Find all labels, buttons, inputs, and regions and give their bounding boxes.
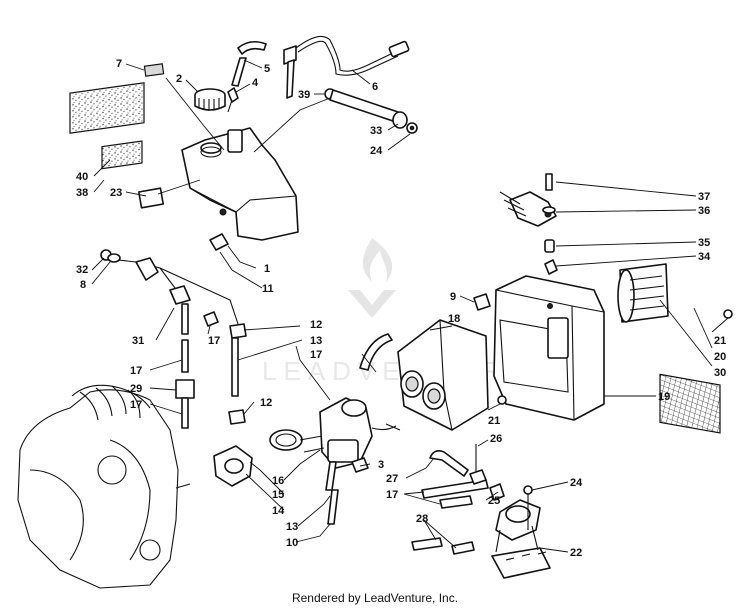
carburetor: [299, 397, 401, 491]
callout-37: 37: [698, 191, 710, 203]
callout-10: 10: [286, 537, 298, 549]
screen-screw: [723, 309, 733, 319]
callout-19: 19: [658, 391, 670, 403]
foam-pad-small: [101, 140, 143, 170]
callout-23: 23: [110, 187, 122, 199]
callout-6: 6: [372, 81, 378, 93]
footer-credit: Rendered by LeadVenture, Inc.: [291, 591, 459, 605]
callout-21: 21: [714, 335, 726, 347]
watermark-text: LEADVENTURE: [262, 356, 531, 386]
vent-fitting: [227, 87, 239, 113]
intake-screen: [617, 263, 721, 434]
callout-13b: 13: [286, 521, 298, 533]
callout-29: 29: [130, 383, 142, 395]
fuel-line-lower: [327, 489, 339, 525]
callout-17e: 17: [386, 489, 398, 501]
callout-38: 38: [76, 187, 88, 199]
callout-9: 9: [450, 291, 456, 303]
foam-pad-large: [69, 82, 145, 134]
callout-31: 31: [132, 335, 144, 347]
carb-fitting: [351, 457, 369, 473]
callout-17: 17: [208, 335, 220, 347]
primer-assembly: [499, 173, 558, 275]
fuel-pump: [491, 485, 551, 579]
mount-rod: [324, 88, 418, 134]
callout-32: 32: [76, 264, 88, 276]
silencer-clip: [473, 293, 491, 311]
decal-strip: [143, 63, 165, 77]
callout-4: 4: [252, 77, 259, 89]
callout-labels: 7 2 4 5 6 39 33 24 40 38 23 1 11 32 8 31…: [76, 58, 726, 559]
mounting-clip: [137, 187, 165, 209]
callout-24b: 24: [570, 477, 583, 489]
fuel-fitting: [209, 233, 229, 251]
callout-17d: 17: [310, 349, 322, 361]
callout-34: 34: [698, 251, 711, 263]
callout-2: 2: [176, 73, 182, 85]
callout-24: 24: [370, 145, 383, 157]
leader-lines: [91, 59, 729, 553]
callout-36: 36: [698, 205, 710, 217]
adapter-screw: [497, 395, 507, 405]
callout-11: 11: [262, 283, 274, 295]
fuel-line-assembly: [100, 249, 247, 429]
vent-hose-top: [237, 40, 267, 55]
callout-27: 27: [386, 473, 398, 485]
callout-25: 25: [488, 495, 500, 507]
callout-30: 30: [714, 367, 726, 379]
air-silencer-box: [493, 275, 605, 421]
vent-hose: [231, 57, 247, 87]
callout-1: 1: [264, 263, 270, 275]
callout-3: 3: [378, 459, 384, 471]
callout-20: 20: [714, 351, 726, 363]
callout-5: 5: [264, 63, 270, 75]
callout-39: 39: [298, 89, 310, 101]
callout-26: 26: [490, 433, 502, 445]
callout-15: 15: [272, 489, 284, 501]
fuel-cap: [194, 88, 226, 111]
callout-13: 13: [310, 335, 322, 347]
hose-clamp: [269, 429, 303, 451]
callout-7: 7: [116, 58, 122, 70]
callout-40: 40: [76, 171, 88, 183]
callout-22: 22: [570, 547, 582, 559]
callout-17c: 17: [130, 399, 142, 411]
fuel-tank: [181, 127, 299, 241]
callout-28: 28: [416, 513, 428, 525]
pulse-lines: [411, 444, 505, 555]
callout-8: 8: [80, 279, 86, 291]
air-box-adapter: [397, 319, 489, 431]
callout-12: 12: [310, 319, 322, 331]
callout-14: 14: [272, 505, 285, 517]
callout-12b: 12: [260, 397, 272, 409]
callout-18: 18: [448, 313, 460, 325]
callout-17b: 17: [130, 365, 142, 377]
callout-33: 33: [370, 125, 382, 137]
callout-21b: 21: [488, 415, 500, 427]
callout-16: 16: [272, 475, 284, 487]
intake-flange: [213, 445, 253, 487]
engine-outline: [17, 384, 191, 589]
callout-35: 35: [698, 237, 710, 249]
